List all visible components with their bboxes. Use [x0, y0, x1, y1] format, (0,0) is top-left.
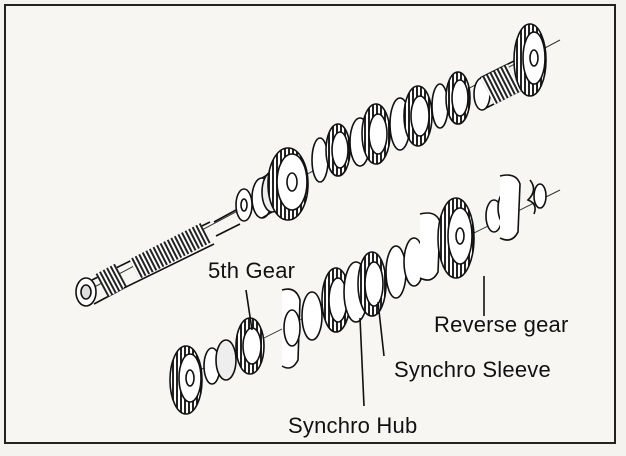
leader-synchro-sleeve [377, 301, 385, 357]
lower-left-gear [169, 345, 203, 415]
label-leader-lines [245, 276, 485, 407]
synchro-hub-label: Synchro Hub [288, 413, 418, 438]
reverse-gear-label: Reverse gear [434, 312, 569, 337]
leader-fifth-gear [245, 289, 253, 331]
fifth-gear-label: 5th Gear [208, 258, 296, 283]
counter-shaft-assembly [169, 174, 561, 415]
main-shaft-assembly [75, 23, 561, 307]
leader-synchro-hub [359, 317, 365, 407]
upper-gear-large [267, 147, 309, 221]
reverse-gear-part [437, 197, 475, 279]
upper-end-gear [513, 23, 547, 97]
input-shaft-splined-end [75, 209, 241, 307]
synchro-sleeve-label: Synchro Sleeve [394, 357, 551, 382]
fifth-gear-part [235, 317, 265, 375]
